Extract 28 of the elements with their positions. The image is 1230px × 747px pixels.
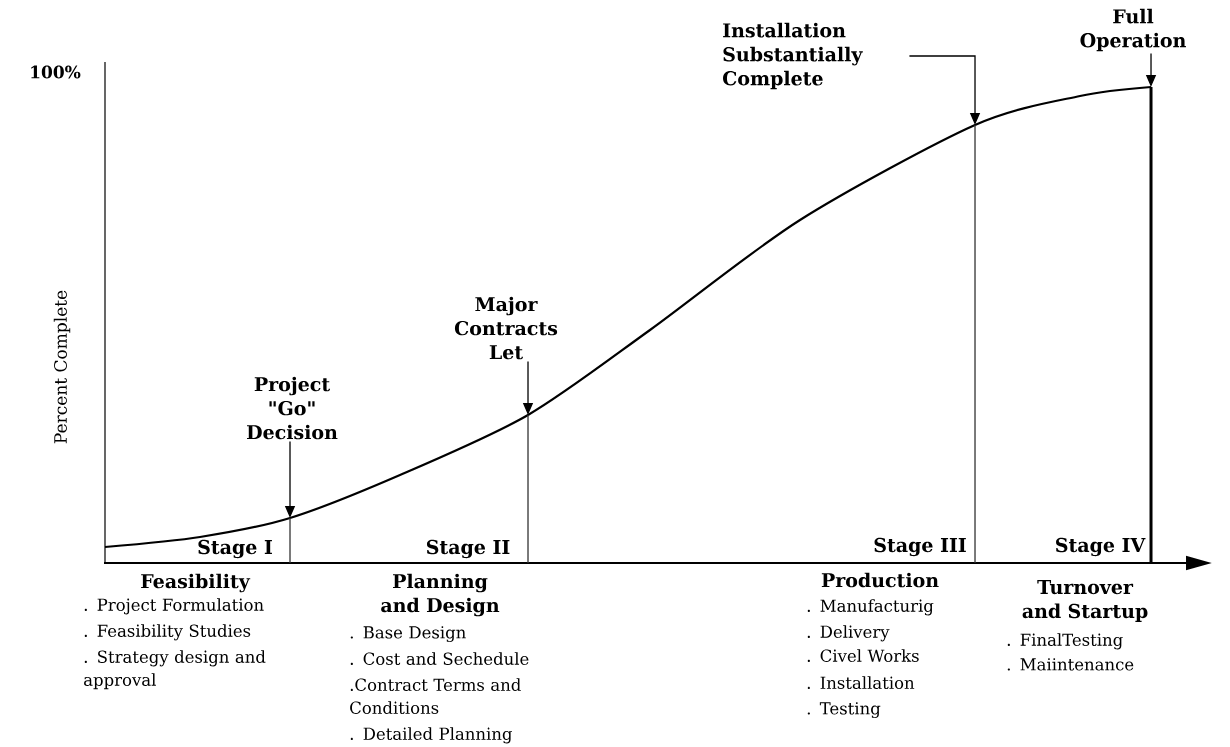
milestone-label: Major Contracts Let bbox=[454, 296, 558, 360]
phase-heading: Planning and Design bbox=[381, 573, 500, 617]
stage-label: Stage IV bbox=[1056, 537, 1146, 557]
phase-heading: Production bbox=[821, 572, 939, 588]
bullet-item: . Project Formulation bbox=[84, 598, 264, 615]
bullet-item: . Cost and Sechedule bbox=[350, 652, 529, 665]
bullet-item: . Delivery bbox=[807, 625, 890, 642]
stage-label: Stage III bbox=[874, 537, 966, 557]
stage-label: Stage I bbox=[198, 539, 272, 559]
stage-label: Stage II bbox=[426, 539, 510, 559]
phase-heading: Turnover and Startup bbox=[1022, 580, 1148, 622]
bullet-item: . Testing bbox=[807, 702, 881, 718]
milestone-label: Installation Substantially Complete bbox=[723, 22, 863, 90]
axis-label: 100% bbox=[31, 65, 81, 79]
bullet-item: . Strategy design and approval bbox=[84, 650, 266, 690]
bullet-item: . Maiintenance bbox=[1007, 658, 1134, 671]
milestone-label: Full Operation bbox=[1080, 8, 1186, 52]
bullet-item: . Manufacturig bbox=[807, 599, 934, 616]
phase-heading: Feasibility bbox=[141, 573, 251, 593]
milestone-label: Project "Go" Decision bbox=[247, 376, 338, 440]
bullet-item: . Base Design bbox=[350, 626, 466, 642]
bullet-item: . Feasibility Studies bbox=[84, 624, 251, 641]
bullet-item: . FinalTesting bbox=[1007, 633, 1123, 650]
bullet-item: .Contract Terms and Conditions bbox=[350, 678, 521, 714]
bullet-item: . Detailed Planning bbox=[350, 727, 512, 744]
bullet-item: . Installation bbox=[807, 676, 915, 689]
bullet-item: . Civel Works bbox=[807, 649, 919, 662]
axis-title: Percent Complete bbox=[53, 290, 71, 444]
